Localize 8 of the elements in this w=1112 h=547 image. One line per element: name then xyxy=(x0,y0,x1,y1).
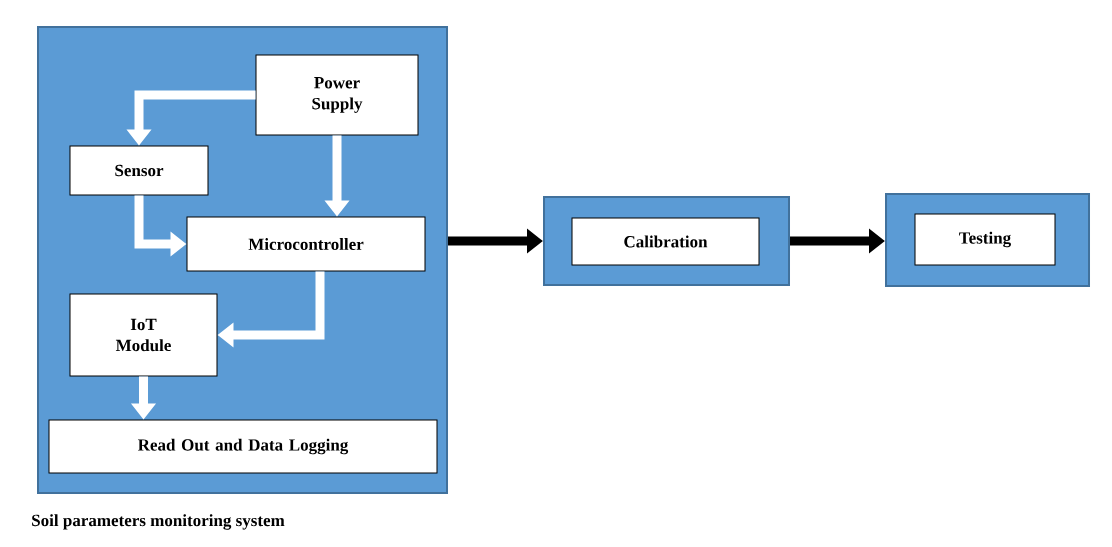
panel-heading: Soil parameters monitoring system xyxy=(32,514,285,530)
process-box: Power Supply xyxy=(255,54,419,136)
process-box: IoT Module xyxy=(69,293,218,377)
process-box: Sensor xyxy=(69,145,209,196)
process-box: Testing xyxy=(914,213,1056,266)
process-box: Read Out and Data Logging xyxy=(48,419,438,474)
process-box: Calibration xyxy=(571,217,760,266)
process-box: Microcontroller xyxy=(186,216,426,272)
